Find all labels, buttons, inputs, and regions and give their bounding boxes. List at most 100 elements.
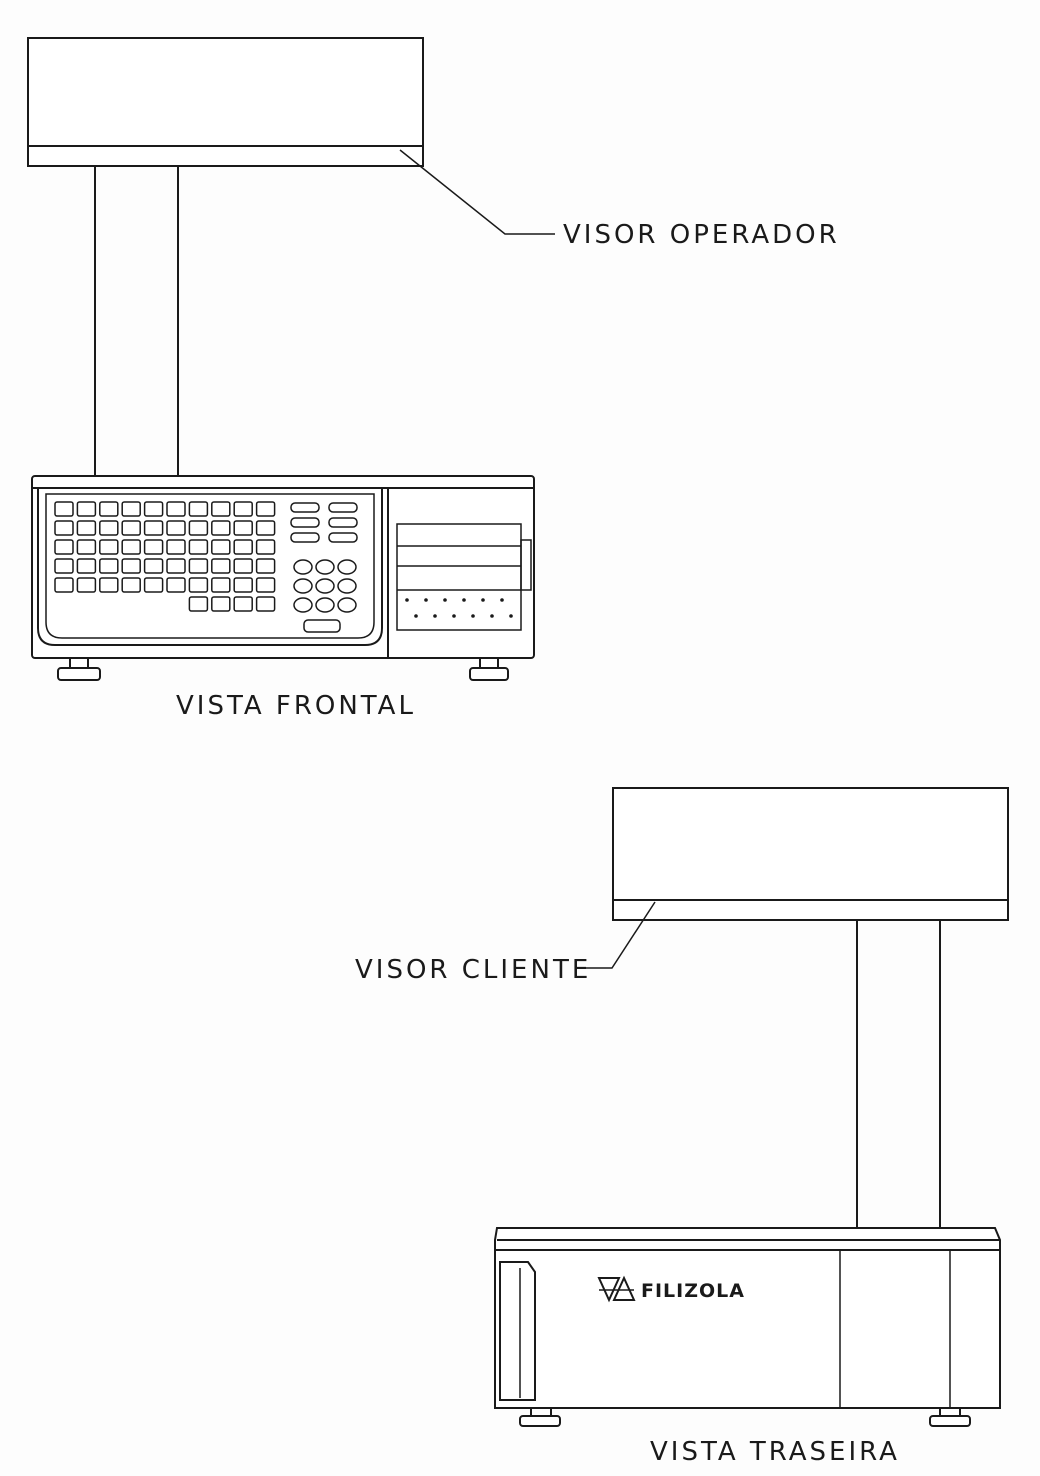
keypad-key — [188, 577, 209, 593]
vent-dot — [471, 614, 475, 618]
keypad-key — [255, 539, 276, 555]
keypad-key — [54, 501, 74, 517]
keypad-key — [233, 596, 253, 612]
keypad-key — [211, 558, 231, 574]
printer-compartment — [396, 523, 532, 631]
vent-dot — [424, 598, 428, 602]
keypad-key — [188, 539, 209, 555]
rear-feet — [519, 1407, 971, 1427]
keypad-key — [99, 520, 119, 536]
keypad-key — [255, 577, 276, 593]
numeric-key — [315, 597, 335, 613]
keypad-key — [99, 539, 119, 555]
keypad-key — [121, 558, 141, 574]
vent-dot — [462, 598, 466, 602]
vent-dot — [509, 614, 513, 618]
keypad-key — [188, 558, 209, 574]
keypad-key — [166, 577, 186, 593]
keypad-key — [99, 501, 119, 517]
numeric-key — [315, 578, 335, 594]
keypad-key — [54, 558, 74, 574]
numeric-key — [337, 578, 357, 594]
keypad-key — [233, 558, 253, 574]
numeric-key — [337, 559, 357, 575]
vent-dot — [433, 614, 437, 618]
printer-vent-dots — [405, 598, 513, 618]
keypad-key — [211, 577, 231, 593]
keypad-key — [255, 596, 276, 612]
vent-dot — [481, 598, 485, 602]
rear-view: VISOR CLIENTE FILIZOLA VISTA TRASEIRA — [355, 787, 1009, 1467]
vent-dot — [405, 598, 409, 602]
keypad-key — [99, 558, 119, 574]
keypad-key — [76, 520, 97, 536]
keypad-key — [211, 520, 231, 536]
keypad-key — [255, 520, 276, 536]
keypad-key — [166, 501, 186, 517]
function-key — [290, 502, 320, 513]
vent-dot — [443, 598, 447, 602]
enter-key — [303, 619, 341, 633]
customer-display-head — [612, 787, 1009, 921]
keypad-key — [143, 539, 164, 555]
keypad-key — [121, 577, 141, 593]
vista-traseira-label: VISTA TRASEIRA — [650, 1437, 900, 1467]
keypad-key — [121, 539, 141, 555]
function-key — [328, 517, 358, 528]
keypad-key — [255, 558, 276, 574]
keypad-key — [233, 520, 253, 536]
numeric-key — [315, 559, 335, 575]
keypad-key — [54, 539, 74, 555]
front-keypad — [54, 501, 276, 612]
numeric-key — [293, 559, 313, 575]
keypad-key — [54, 577, 74, 593]
keypad-key — [211, 539, 231, 555]
keypad-key — [233, 539, 253, 555]
function-key — [328, 502, 358, 513]
keypad-key — [166, 558, 186, 574]
keypad-key — [76, 577, 97, 593]
keypad-key — [143, 577, 164, 593]
vent-dot — [414, 614, 418, 618]
keypad-key — [143, 501, 164, 517]
keypad-key — [76, 539, 97, 555]
keypad-key — [143, 520, 164, 536]
keypad-key — [188, 501, 209, 517]
function-keys — [290, 502, 358, 543]
brand-name: FILIZOLA — [641, 1280, 745, 1302]
keypad-key — [255, 501, 276, 517]
vent-dot — [452, 614, 456, 618]
numeric-key — [293, 597, 313, 613]
keypad-key — [166, 539, 186, 555]
keypad-key — [211, 596, 231, 612]
front-base — [31, 475, 535, 659]
keypad-key — [99, 577, 119, 593]
keypad-key — [188, 596, 209, 612]
function-key — [290, 532, 320, 543]
keypad-key — [121, 501, 141, 517]
front-feet — [57, 657, 509, 681]
keypad-key — [54, 520, 74, 536]
numeric-key — [293, 578, 313, 594]
keypad-key — [121, 520, 141, 536]
visor-operador-label: VISOR OPERADOR — [563, 220, 840, 250]
keypad-key — [233, 501, 253, 517]
keypad-key — [233, 577, 253, 593]
filizola-logo-icon — [597, 1275, 636, 1303]
keypad-key — [76, 558, 97, 574]
front-view: VISOR OPERADOR — [27, 37, 840, 721]
visor-cliente-label: VISOR CLIENTE — [355, 955, 591, 985]
front-column — [94, 166, 179, 476]
numeric-keys — [293, 559, 357, 613]
keypad-key — [76, 501, 97, 517]
vent-dot — [500, 598, 504, 602]
numeric-key — [337, 597, 357, 613]
function-key — [328, 532, 358, 543]
customer-display-leader — [582, 901, 656, 969]
operator-display-leader — [399, 149, 555, 235]
keypad-key — [166, 520, 186, 536]
vista-frontal-label: VISTA FRONTAL — [176, 691, 416, 721]
function-key — [290, 517, 320, 528]
vent-dot — [490, 614, 494, 618]
